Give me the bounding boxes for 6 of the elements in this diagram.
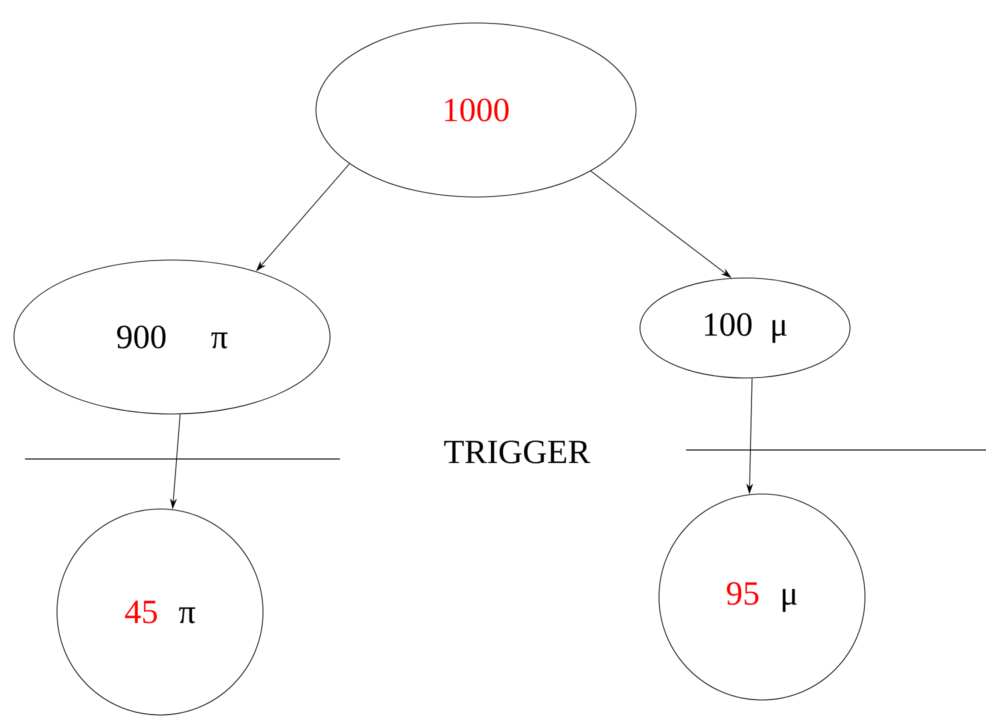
ellipse-node: 100 μ — [640, 278, 850, 378]
trigger-label: TRIGGER — [444, 440, 590, 464]
ellipse-node: 1000 — [316, 22, 636, 198]
circle-node: 95 μ — [658, 494, 866, 700]
circle-node: 45 π — [56, 508, 264, 716]
ellipse-node: 900 π — [14, 260, 330, 414]
